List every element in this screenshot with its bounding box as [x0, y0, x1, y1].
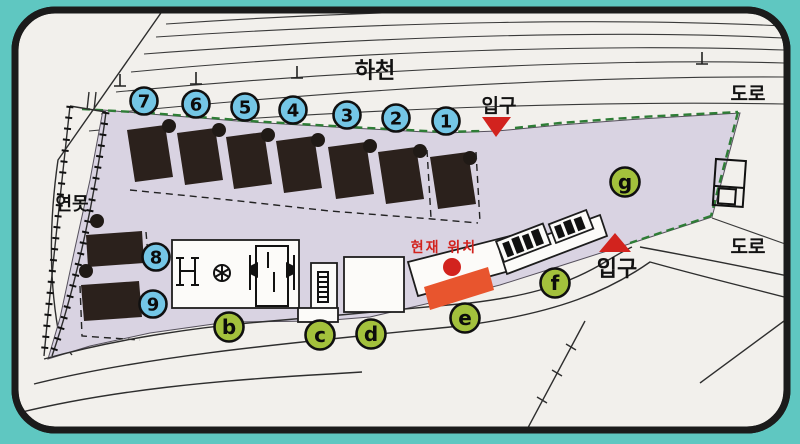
tree-icons [79, 119, 477, 278]
site-marker-8: 8 [141, 242, 171, 272]
office-building [406, 234, 522, 310]
svg-text:3: 3 [341, 105, 354, 126]
site-marker-4: 4 [278, 95, 308, 125]
facility-marker-d: d [355, 318, 387, 350]
entrance-label-top: 입구 [482, 95, 517, 117]
road-label-top: 도로 [731, 83, 766, 105]
svg-text:2: 2 [390, 108, 403, 129]
building-g-field [711, 157, 747, 209]
svg-text:8: 8 [150, 247, 163, 268]
svg-text:f: f [551, 271, 560, 295]
svg-text:b: b [222, 315, 236, 339]
facility-buildings-f [494, 208, 609, 276]
pond-label: 연못 [55, 194, 88, 215]
restroom-building [297, 262, 339, 323]
facility-marker-e: e [449, 302, 481, 334]
site-marker-9: 9 [138, 289, 168, 319]
entrance-arrow-bottom [599, 233, 631, 252]
site-marker-3: 3 [332, 100, 362, 130]
stairs-icon [317, 271, 329, 303]
site-marker-1: 1 [431, 106, 461, 136]
site-marker-5: 5 [230, 92, 260, 122]
map-markers: 1 2 3 4 5 6 7 8 9 b c d e f g [129, 86, 641, 351]
svg-text:9: 9 [147, 294, 160, 315]
svg-text:6: 6 [190, 94, 203, 115]
svg-text:7: 7 [138, 91, 151, 112]
svg-text:c: c [314, 323, 326, 347]
pond [40, 105, 110, 358]
svg-text:g: g [618, 170, 632, 194]
svg-text:5: 5 [239, 97, 252, 118]
facility-marker-g: g [609, 166, 641, 198]
current-location-label: 현재 위치 [411, 240, 477, 256]
table-icon [176, 257, 199, 286]
fence-line [522, 320, 586, 427]
current-location-building [424, 267, 494, 310]
sign-border [11, 6, 791, 434]
post-markers [114, 52, 708, 87]
campsite-pads [81, 125, 476, 321]
facility-marker-b: b [213, 311, 245, 343]
roads [18, 246, 784, 415]
building-d [343, 256, 405, 313]
wheel-icon [213, 264, 231, 282]
facility-marker-f: f [539, 267, 571, 299]
stream-label: 하천 [355, 59, 395, 84]
svg-text:e: e [458, 306, 472, 330]
site-marker-7: 7 [129, 86, 159, 116]
site-marker-6: 6 [181, 89, 211, 119]
slide-icon [249, 245, 295, 307]
entrance-arrow-top [482, 117, 511, 137]
svg-text:1: 1 [440, 111, 453, 132]
playground-building [171, 239, 300, 309]
facility-marker-c: c [304, 319, 336, 351]
road-label-bottom: 도로 [731, 236, 766, 258]
current-location-dot [443, 258, 461, 276]
entrance-label-bottom: 입구 [597, 257, 637, 282]
svg-text:4: 4 [287, 100, 300, 121]
site-marker-2: 2 [381, 103, 411, 133]
svg-text:d: d [364, 322, 378, 346]
